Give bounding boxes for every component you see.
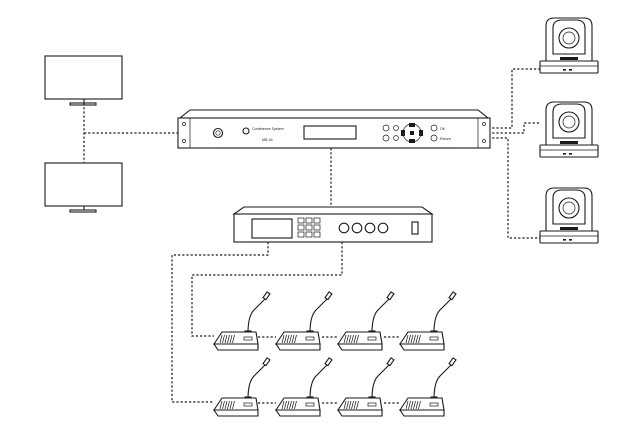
matrix-keypad (297, 217, 321, 238)
ptz-cameras (539, 17, 599, 244)
monitor-top (44, 55, 123, 106)
navigation-keypad-icon (401, 123, 423, 143)
wires (83, 68, 540, 404)
microphone-unit-icon (212, 291, 271, 351)
wire-host-to-camera-1 (488, 68, 540, 129)
host-return-label: Return (440, 137, 451, 141)
microphone-unit-icon (336, 357, 395, 417)
host-rack-unit: Conference System MB-94 OK Return (177, 109, 491, 149)
wire-host-to-camera-3 (488, 137, 540, 239)
microphone-unit-icon (274, 291, 333, 351)
camera-icon (539, 187, 599, 244)
host-brand-text: Conference System (252, 127, 284, 131)
microphone-unit-icon (398, 357, 457, 417)
microphone-unit-icon (398, 291, 457, 351)
camera-icon (539, 101, 599, 158)
wire-matrix-to-mic-row-1 (191, 242, 343, 337)
matrix-display (251, 218, 293, 239)
matrix-controller (232, 206, 434, 243)
power-button-icon (212, 127, 224, 139)
wire-host-to-camera-2 (488, 122, 540, 134)
microphone-units (212, 291, 457, 417)
camera-icon (539, 17, 599, 74)
host-display (303, 125, 357, 140)
microphone-unit-icon (274, 357, 333, 417)
microphone-unit-icon (336, 291, 395, 351)
brand-logo-icon (242, 127, 250, 135)
microphone-unit-icon (212, 357, 271, 417)
monitor-bottom (44, 162, 123, 213)
host-model-text: MB-94 (262, 138, 273, 142)
host-ok-label: OK (440, 127, 446, 131)
wire-matrix-to-mic-row-2 (171, 242, 269, 403)
